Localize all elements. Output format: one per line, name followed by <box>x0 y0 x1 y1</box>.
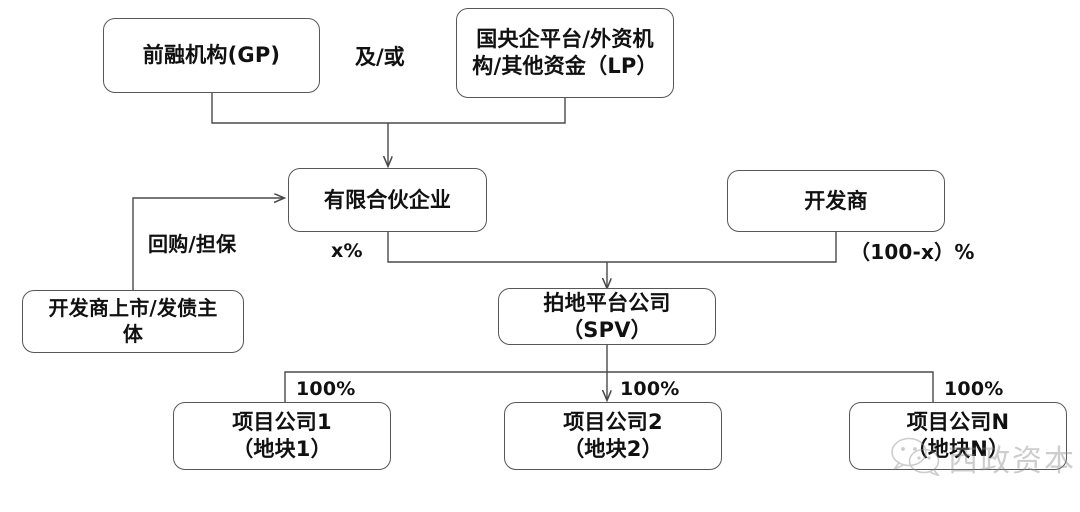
node-lp-label: 国央企平台/外资机 构/其他资金（LP） <box>472 27 658 78</box>
node-guarantor-label: 开发商上市/发债主 体 <box>48 295 218 346</box>
edge-lpe-developer-merge <box>387 232 837 263</box>
label-lpe-share: x% <box>331 240 363 262</box>
node-project-company-2[interactable]: 项目公司2 （地块2） <box>504 402 722 470</box>
node-project-company-n[interactable]: 项目公司N （地块N） <box>849 402 1067 470</box>
label-and-or: 及/或 <box>355 45 405 69</box>
node-gp[interactable]: 前融机构(GP) <box>103 18 320 93</box>
node-limited-partnership-label: 有限合伙企业 <box>323 187 452 212</box>
label-projn-share: 100% <box>944 378 1004 400</box>
node-project-company-2-label: 项目公司2 （地块2） <box>563 410 663 461</box>
node-spv[interactable]: 拍地平台公司（SPV） <box>498 288 716 345</box>
label-developer-share: （100-x）% <box>850 240 975 264</box>
node-limited-partnership[interactable]: 有限合伙企业 <box>288 168 487 232</box>
node-project-company-1[interactable]: 项目公司1 （地块1） <box>173 402 391 470</box>
label-buyback-guarantee: 回购/担保 <box>148 232 237 256</box>
node-developer[interactable]: 开发商 <box>727 170 945 232</box>
node-spv-label: 拍地平台公司（SPV） <box>543 290 671 342</box>
label-proj2-share: 100% <box>620 378 680 400</box>
node-guarantor[interactable]: 开发商上市/发债主 体 <box>22 290 244 353</box>
node-lp[interactable]: 国央企平台/外资机 构/其他资金（LP） <box>456 8 674 98</box>
label-proj1-share: 100% <box>296 378 356 400</box>
node-gp-label: 前融机构(GP) <box>142 43 281 68</box>
node-project-company-n-label: 项目公司N （地块N） <box>906 410 1010 461</box>
node-developer-label: 开发商 <box>804 188 868 213</box>
node-project-company-1-label: 项目公司1 （地块1） <box>232 410 332 461</box>
